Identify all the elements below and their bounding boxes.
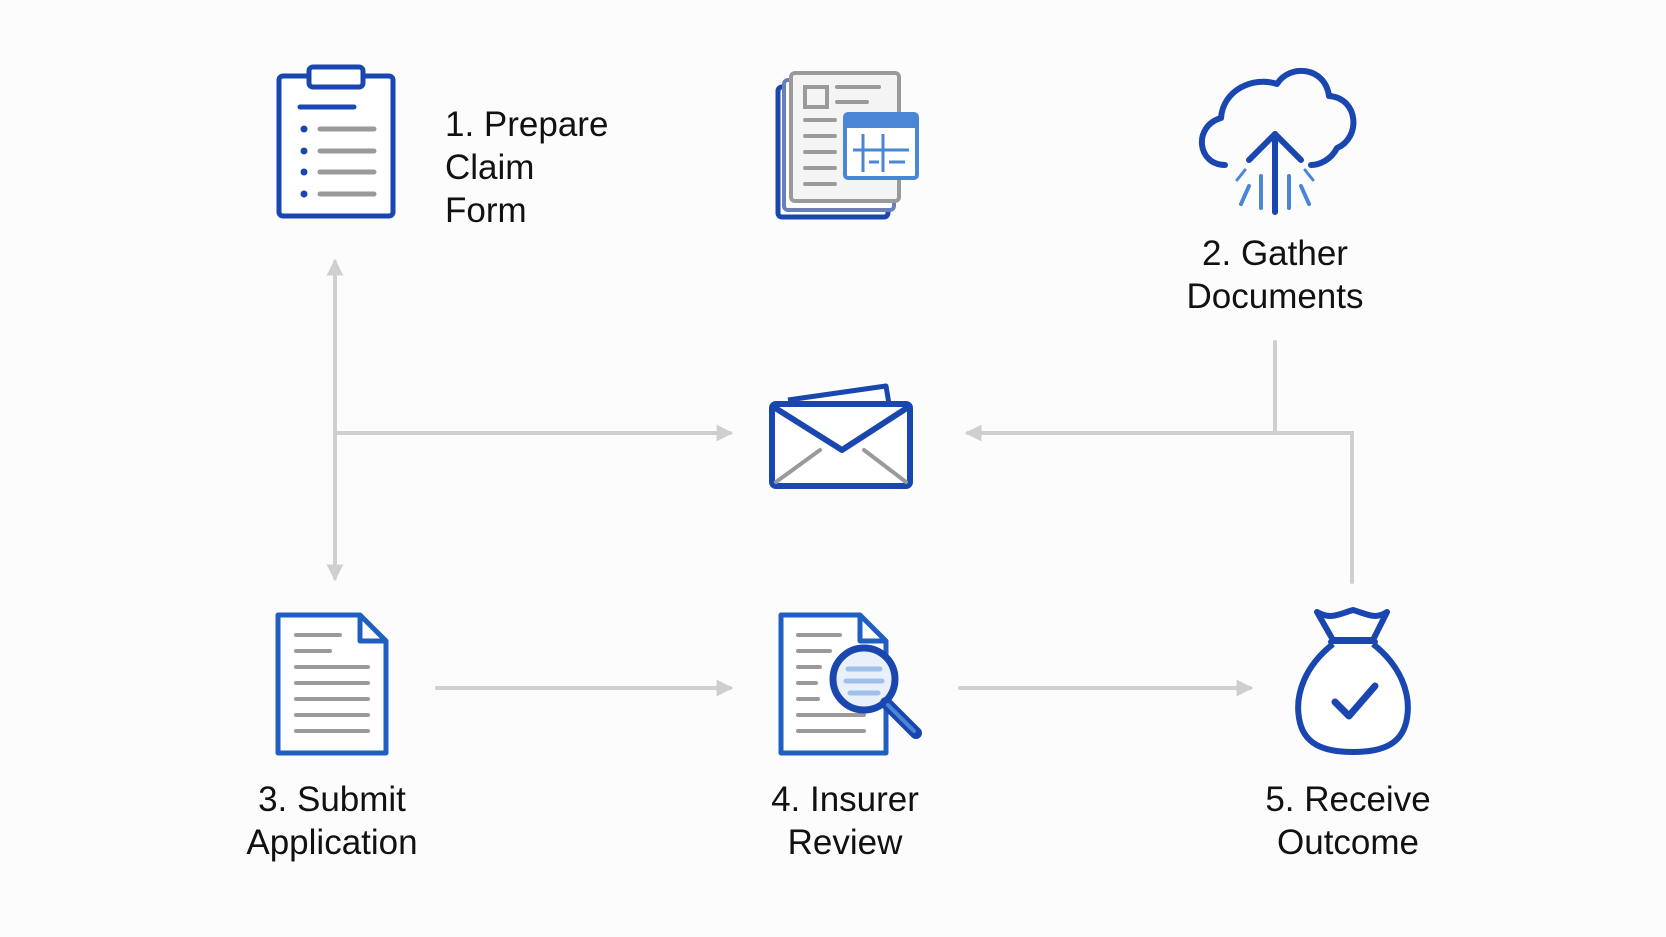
step-3-label-line-2: Application <box>246 823 418 862</box>
step-5-label-line-1: 5. Receive <box>1265 780 1431 819</box>
step-5-label: 5. Receive Outcome <box>1198 778 1498 864</box>
step-3-label: 3. Submit Application <box>182 778 482 864</box>
step-1-label-line-2: Claim <box>445 148 535 187</box>
document-magnifier-icon <box>778 612 922 756</box>
step-1-label-line-3: Form <box>445 191 527 230</box>
step-1-label: 1. Prepare Claim Form <box>445 103 608 232</box>
money-bag-check-icon <box>1295 607 1411 755</box>
clipboard-checklist-icon <box>276 64 396 219</box>
cloud-upload-icon <box>1199 67 1357 215</box>
step-1-label-line-1: 1. Prepare <box>445 105 609 144</box>
step-3-label-line-1: 3. Submit <box>258 780 406 819</box>
step-5-label-line-2: Outcome <box>1277 823 1419 862</box>
step-4-label: 4. Insurer Review <box>695 778 995 864</box>
step-2-label-line-1: 2. Gather <box>1202 234 1348 273</box>
step-4-label-line-1: 4. Insurer <box>771 780 919 819</box>
step-4-label-line-2: Review <box>787 823 903 862</box>
connector-gather-to-envelope <box>964 340 1277 442</box>
stacked-documents-calendar-icon <box>775 71 919 220</box>
step-2-label: 2. Gather Documents <box>1125 232 1425 318</box>
document-icon <box>275 612 389 756</box>
connector-outcome-to-envelope <box>1273 431 1354 584</box>
step-2-label-line-2: Documents <box>1186 277 1364 316</box>
envelope-icon <box>769 383 913 489</box>
connectors <box>326 258 1354 697</box>
